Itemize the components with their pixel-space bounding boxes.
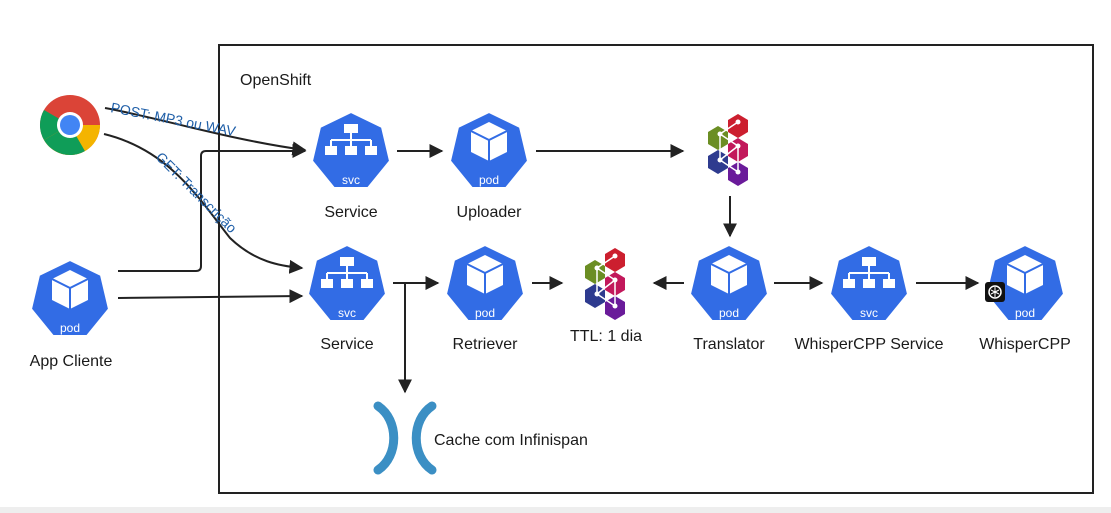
- node-whisper-service: svc: [829, 244, 909, 322]
- node-label-service-get: Service: [320, 336, 373, 353]
- node-label-cache: Cache com Infinispan: [434, 432, 588, 449]
- node-whisper: pod: [985, 244, 1065, 322]
- edge-app-to-service-get: [117, 289, 304, 304]
- node-label-retriever: Retriever: [453, 336, 519, 353]
- node-badge: svc: [338, 306, 356, 320]
- canvas-bottom-bar: [0, 507, 1111, 513]
- node-retriever: pod: [445, 244, 525, 322]
- infinispan-icon: [373, 401, 437, 475]
- amq-streams-icon: [584, 247, 626, 321]
- openshift-cluster-box: [218, 44, 1094, 494]
- node-uploader: pod: [449, 111, 529, 189]
- edge-label-get: GET: Transcrição: [153, 149, 240, 236]
- node-badge: svc: [342, 173, 360, 187]
- node-label-whisper-service: WhisperCPP Service: [794, 336, 943, 353]
- edge-post: [104, 107, 307, 156]
- node-label-service-upload: Service: [324, 204, 377, 221]
- node-label-app-cliente: App Cliente: [30, 353, 113, 370]
- openai-icon: [985, 282, 1005, 302]
- node-label-queue-mid: TTL: 1 dia: [570, 328, 642, 345]
- node-badge: pod: [1015, 306, 1035, 320]
- chrome-icon: [39, 95, 101, 156]
- amq-streams-icon: [707, 113, 749, 187]
- node-badge: pod: [475, 306, 495, 320]
- node-badge: pod: [60, 321, 80, 335]
- node-label-uploader: Uploader: [457, 204, 523, 221]
- node-badge: svc: [860, 306, 878, 320]
- cluster-title: OpenShift: [240, 72, 312, 89]
- node-badge: pod: [719, 306, 739, 320]
- edges: [103, 107, 980, 394]
- node-translator: pod: [689, 244, 769, 322]
- node-badge: pod: [479, 173, 499, 187]
- node-app-cliente: pod: [30, 259, 110, 337]
- node-service-get: svc: [307, 244, 387, 322]
- node-service-upload: svc: [311, 111, 391, 189]
- node-label-translator: Translator: [693, 336, 765, 353]
- edge-app-to-service-upload: [118, 144, 307, 272]
- edge-get: [103, 133, 304, 274]
- node-label-whisper: WhisperCPP: [979, 336, 1071, 353]
